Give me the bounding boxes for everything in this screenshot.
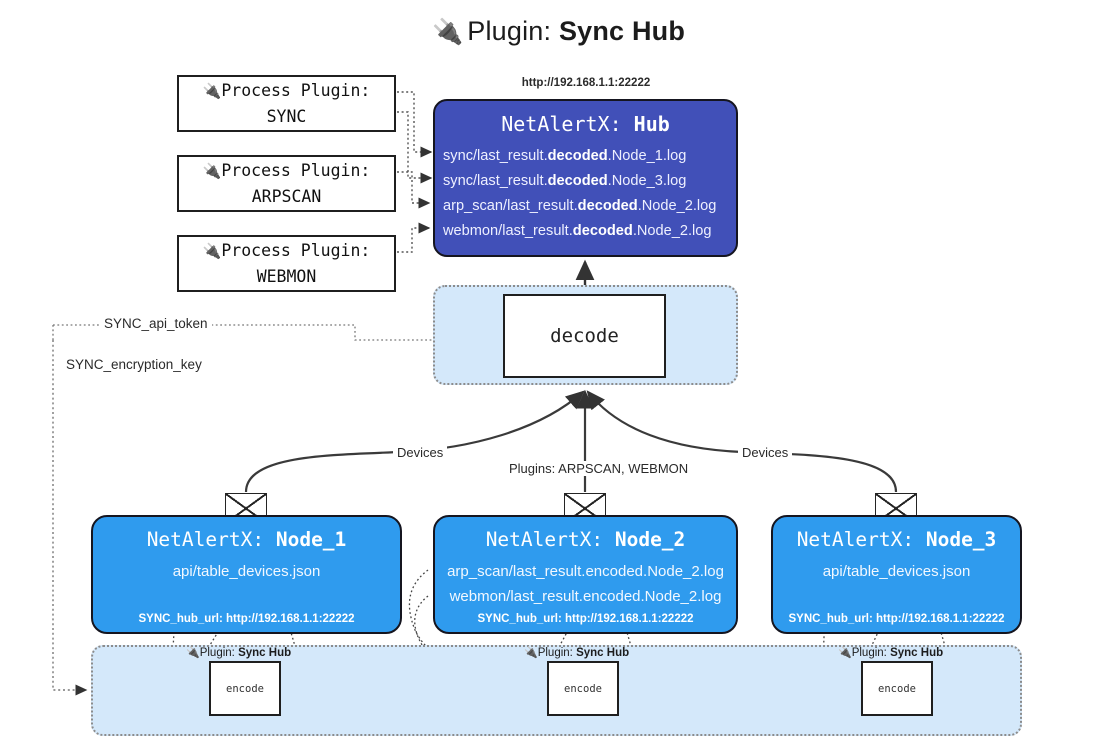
node-2-line: arp_scan/last_result.encoded.Node_2.log (447, 563, 724, 580)
edge-label-devices-right: Devices (738, 445, 793, 460)
encoder-1-plugin-label: 🔌Plugin: Sync Hub (186, 647, 292, 659)
node-3-footer: SYNC_hub_url: http://192.168.1.1:22222 (788, 613, 1005, 625)
page-title-prefix: Plugin: (467, 16, 552, 46)
node-2-title: NetAlertX: Node_2 (485, 528, 686, 551)
encoder-2-plugin-label: 🔌Plugin: Sync Hub (524, 647, 630, 659)
hub-url-label: http://192.168.1.1:22222 (521, 77, 651, 89)
process-plugin-sync[interactable]: 🔌Process Plugin: SYNC (177, 75, 396, 132)
node-1-lines: api/table_devices.json (93, 559, 400, 584)
node-3-title: NetAlertX: Node_3 (796, 528, 997, 551)
encode-box-2[interactable]: encode (547, 661, 619, 716)
plug-icon: 🔌 (186, 647, 200, 659)
encode-box-1[interactable]: encode (209, 661, 281, 716)
node-1-line: api/table_devices.json (172, 563, 321, 580)
hub-log-item: arp_scan/last_result.decoded.Node_2.log (443, 198, 717, 214)
process-plugin-sync-line2: SYNC (266, 106, 307, 126)
process-plugin-webmon[interactable]: 🔌Process Plugin: WEBMON (177, 235, 396, 292)
plug-icon: 🔌 (838, 647, 852, 659)
process-plugin-webmon-line1: Process Plugin: (221, 240, 371, 260)
node-1[interactable]: NetAlertX: Node_1 api/table_devices.json… (91, 515, 402, 634)
hub-title-prefix: NetAlertX: (501, 112, 622, 136)
process-plugin-arpscan[interactable]: 🔌Process Plugin: ARPSCAN (177, 155, 396, 212)
secret-label-encryption-key: SYNC_encryption_key (62, 357, 206, 372)
edge-label-plugins-center: Plugins: ARPSCAN, WEBMON (505, 461, 693, 476)
decode-box[interactable]: decode (503, 294, 666, 378)
node-3-lines: api/table_devices.json (773, 559, 1020, 584)
page-title-name: Sync Hub (558, 16, 686, 46)
node-2[interactable]: NetAlertX: Node_2 arp_scan/last_result.e… (433, 515, 738, 634)
hub-node[interactable]: NetAlertX: Hub sync/last_result.decoded.… (433, 99, 738, 257)
node-3-line: api/table_devices.json (822, 563, 971, 580)
plug-icon: 🔌 (431, 18, 464, 46)
hub-log-item: sync/last_result.decoded.Node_1.log (443, 148, 687, 164)
node-2-line: webmon/last_result.encoded.Node_2.log (449, 588, 722, 605)
edge-label-devices-left: Devices (393, 445, 448, 460)
plug-icon: 🔌 (202, 81, 222, 100)
secret-label-api-token: SYNC_api_token (100, 316, 212, 331)
plug-icon: 🔌 (202, 161, 222, 180)
plug-icon: 🔌 (524, 647, 538, 659)
node-1-footer: SYNC_hub_url: http://192.168.1.1:22222 (138, 613, 355, 625)
plug-icon: 🔌 (202, 241, 222, 260)
process-plugin-sync-line1: Process Plugin: (221, 80, 371, 100)
node-1-title: NetAlertX: Node_1 (146, 528, 347, 551)
hub-title-name: Hub (633, 112, 670, 136)
hub-log-item: sync/last_result.decoded.Node_3.log (443, 173, 687, 189)
node-3[interactable]: NetAlertX: Node_3 api/table_devices.json… (771, 515, 1022, 634)
node-2-lines: arp_scan/last_result.encoded.Node_2.log … (435, 559, 736, 609)
hub-log-list: sync/last_result.decoded.Node_1.log sync… (435, 144, 736, 244)
process-plugin-arpscan-line1: Process Plugin: (221, 160, 371, 180)
hub-log-item: webmon/last_result.decoded.Node_2.log (443, 223, 712, 239)
encode-box-3[interactable]: encode (861, 661, 933, 716)
page-title: 🔌Plugin: Sync Hub (0, 16, 1117, 47)
node-2-footer: SYNC_hub_url: http://192.168.1.1:22222 (477, 613, 694, 625)
process-plugin-webmon-line2: WEBMON (256, 266, 317, 286)
encoder-3-plugin-label: 🔌Plugin: Sync Hub (838, 647, 944, 659)
hub-title: NetAlertX: Hub (435, 112, 736, 136)
process-plugin-arpscan-line2: ARPSCAN (251, 186, 322, 206)
